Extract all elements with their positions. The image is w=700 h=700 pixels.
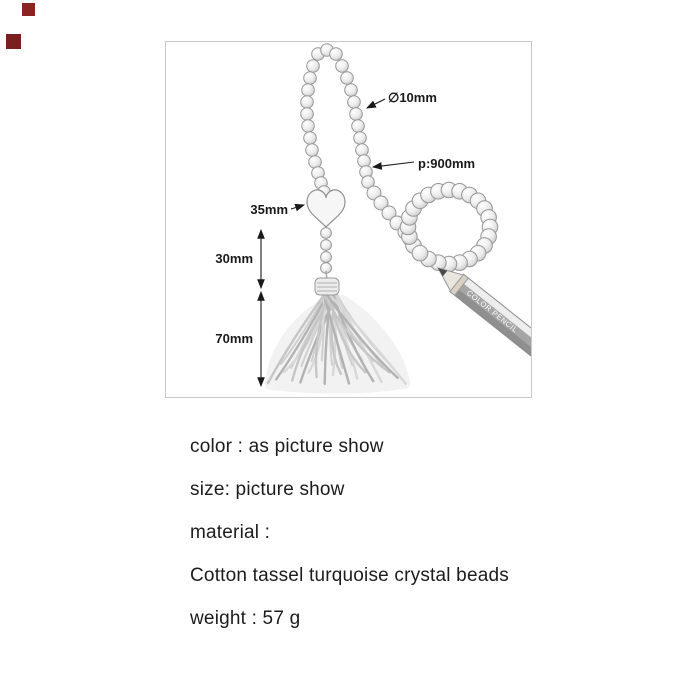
bead-strands [300,43,499,274]
detail-material-label: material : [190,522,271,543]
annotation-tassel-length: 70mm [215,331,253,346]
pencil-facet-bottom [449,285,531,364]
pencil-collar [449,273,470,296]
detail-size: size: picture show [190,479,345,500]
pencil: COLOR PENCIL [436,267,531,364]
product-details: color : as picture show size: picture sh… [190,436,509,651]
annotation-strand-length: p:900mm [418,156,475,171]
leader-line-pendant-width [290,203,306,212]
necklace-diagram: COLOR PENCIL ∅10mm p:900mm 35mm 30mm 70m… [165,41,532,398]
tassel [265,270,411,394]
pencil-facet-mid [454,280,531,358]
detail-weight: weight : 57 g [190,608,301,629]
heart-pendant [306,189,346,228]
annotations: ∅10mm p:900mm 35mm 30mm 70mm [215,90,475,388]
annotation-bead-diameter: ∅10mm [388,90,437,105]
leader-line-strand-length [371,161,415,170]
annotation-pendant-width: 35mm [250,202,288,217]
detail-color: color : as picture show [190,436,384,457]
annotation-connector-length: 30mm [215,251,253,266]
pencil-facet-top [459,274,531,352]
pencil-lead [438,268,448,277]
pencil-label: COLOR PENCIL [465,288,520,334]
corner-mark [6,34,21,49]
corner-mark [22,3,35,16]
necklace-illustration: COLOR PENCIL ∅10mm p:900mm 35mm 30mm 70m… [215,43,531,394]
tassel-strands [266,293,407,386]
leader-line-bead-diameter [366,98,386,109]
detail-material-value: Cotton tassel turquoise crystal beads [190,565,509,586]
